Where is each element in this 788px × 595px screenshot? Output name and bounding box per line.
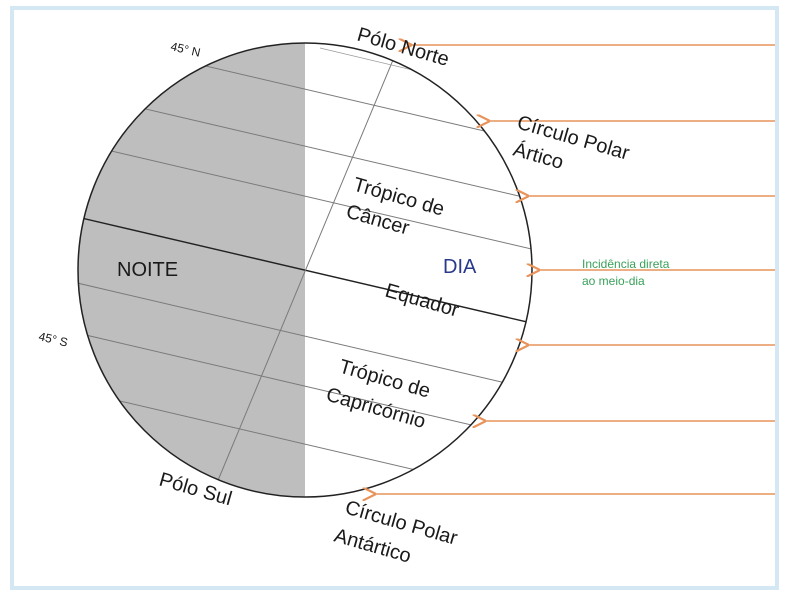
equator-line (78, 205, 532, 340)
figure-frame (10, 6, 779, 590)
night-hemisphere (78, 43, 305, 497)
label-direct-incidence-line1: Incidência direta (582, 257, 670, 271)
label-day: DIA (443, 256, 477, 278)
label-direct-incidence-line2: ao meio-dia (582, 274, 645, 288)
sun-rays (376, 45, 775, 494)
label-45s: 45° S (37, 329, 69, 349)
label-45n: 45° N (169, 39, 202, 59)
label-night: NOITE (117, 259, 178, 281)
parallel-cancer (78, 131, 532, 266)
rotation-axis (213, 47, 399, 491)
globe (77, 42, 533, 498)
